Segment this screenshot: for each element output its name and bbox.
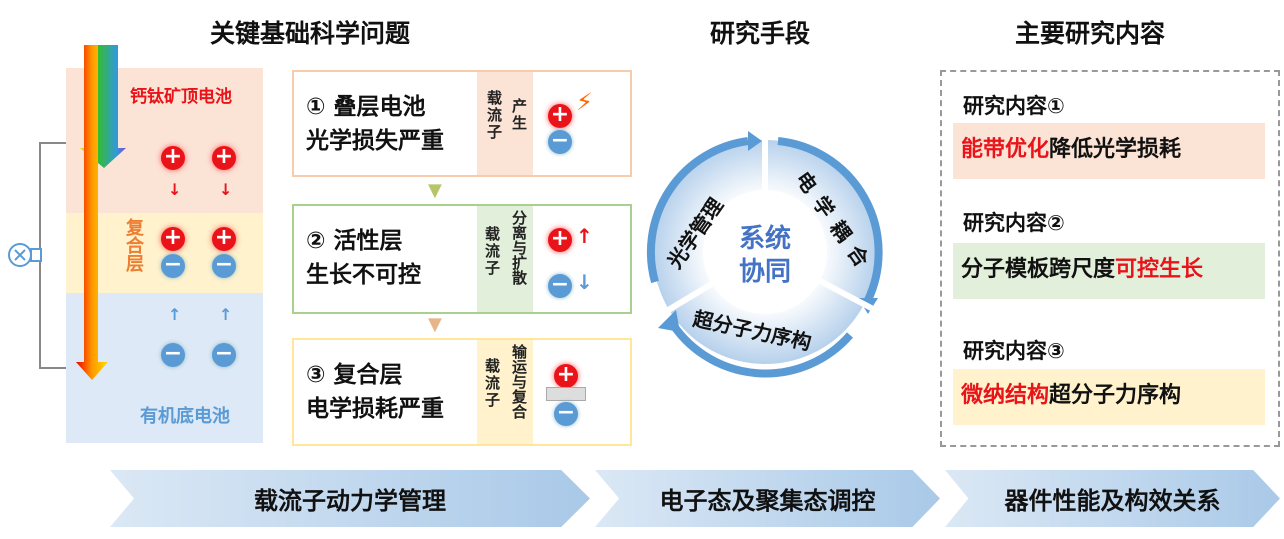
process-label: 分离与扩散	[510, 210, 528, 285]
content-item-3: 微纳结构超分子力序构	[953, 369, 1265, 425]
bottom-stage-3: 器件性能及构效关系	[945, 470, 1280, 527]
content-item-2: 分子模板跨尺度可控生长	[953, 243, 1265, 299]
chevron-down-icon: ▼	[428, 314, 442, 335]
down-arrow-icon: ↓	[219, 180, 233, 199]
hole-icon: +	[548, 104, 572, 128]
down-arrow-icon: ↓	[576, 270, 593, 294]
electron-icon: −	[548, 274, 572, 298]
contents-panel	[940, 70, 1280, 447]
cycle-center-line1: 系统	[739, 223, 791, 254]
recombination-layer-icon	[546, 387, 586, 401]
content-item-1: 能带优化降低光学损耗	[953, 123, 1265, 179]
up-arrow-icon: ↑	[168, 305, 182, 324]
top-cell-label: 钙钛矿顶电池	[130, 87, 232, 107]
electron-icon: −	[212, 254, 236, 278]
light-arrows	[8, 45, 126, 380]
process-label: 输运与复合	[510, 344, 528, 419]
problem-box-3: ③ 复合层电学损耗严重 载流子 输运与复合 + −	[292, 338, 632, 446]
carrier-label: 载流子	[485, 90, 503, 141]
up-arrow-icon: ↑	[219, 305, 233, 324]
problem-title: ③ 复合层	[306, 362, 403, 388]
content-heading: 研究内容②	[963, 211, 1065, 235]
content-heading: 研究内容①	[963, 94, 1065, 118]
hole-icon: +	[212, 227, 236, 251]
lightbulb-icon	[8, 243, 42, 267]
middle-layer-label: 复合层	[123, 218, 144, 272]
content-text: 降低光学损耗	[1049, 137, 1182, 162]
hole-icon: +	[554, 364, 578, 388]
hole-icon: +	[212, 146, 236, 170]
problem-desc: 生长不可控	[306, 262, 421, 288]
process-label: 产生	[510, 98, 528, 132]
hole-icon: +	[161, 227, 185, 251]
bottom-stage-2: 电子态及聚集态调控	[595, 470, 940, 527]
problem-box-1: ① 叠层电池光学损失严重 载流子 产生 + − ⚡	[292, 70, 632, 177]
heading-methods: 研究手段	[709, 19, 810, 48]
chevron-down-icon: ▼	[428, 180, 442, 201]
highlight-text: 能带优化	[961, 137, 1050, 162]
problem-title: ② 活性层	[306, 228, 403, 254]
recombination-band	[66, 213, 263, 293]
light-arrow	[76, 45, 108, 380]
down-arrow-icon: ↓	[168, 180, 182, 199]
hole-icon: +	[161, 146, 185, 170]
highlight-text: 可控生长	[1115, 257, 1204, 282]
heading-contents: 主要研究内容	[1014, 19, 1165, 48]
electron-icon: −	[548, 130, 572, 154]
lightning-icon: ⚡	[576, 88, 593, 116]
problem-title: ① 叠层电池	[306, 94, 426, 120]
hole-icon: +	[548, 228, 572, 252]
bottom-cell-label: 有机底电池	[140, 406, 230, 427]
bottom-stage-1: 载流子动力学管理	[110, 470, 590, 527]
up-arrow-icon: ↑	[576, 224, 593, 248]
content-text: 分子模板跨尺度	[961, 257, 1116, 282]
cycle-center-line2: 协同	[739, 257, 791, 287]
carrier-label: 载流子	[483, 358, 501, 409]
content-heading: 研究内容③	[963, 339, 1065, 363]
problem-desc: 光学损失严重	[306, 128, 444, 154]
electron-icon: −	[161, 343, 185, 367]
electron-icon: −	[554, 402, 578, 426]
problem-box-2: ② 活性层生长不可控 载流子 分离与扩散 + − ↑ ↓	[292, 204, 632, 314]
highlight-text: 微纳结构	[961, 383, 1050, 408]
carrier-label: 载流子	[483, 226, 501, 277]
problem-desc: 电学损耗严重	[306, 396, 444, 422]
electron-icon: −	[161, 254, 185, 278]
synergy-cycle: 系统 协同 光学管理 电学耦合 超分子力序构	[646, 130, 883, 378]
heading-problems: 关键基础科学问题	[209, 19, 410, 48]
circuit-wire	[39, 142, 66, 369]
electron-icon: −	[212, 343, 236, 367]
content-text: 超分子力序构	[1049, 383, 1182, 408]
